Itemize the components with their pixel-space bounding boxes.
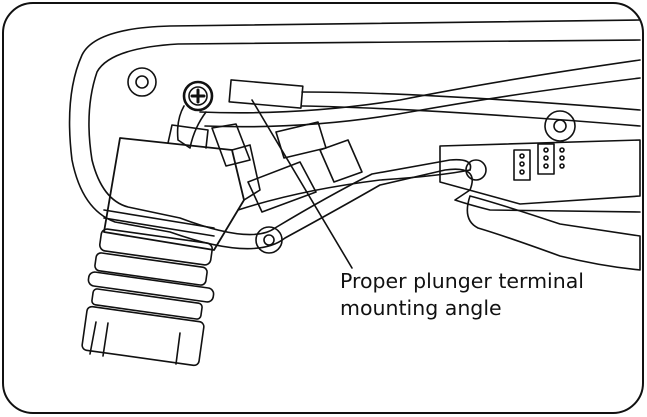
upper-screw-boss (127, 67, 157, 97)
outer-shell (68, 19, 641, 250)
grip-bar (466, 195, 641, 271)
wire-mid (199, 59, 641, 114)
wire-lower (237, 169, 471, 211)
inner-shell (88, 39, 641, 236)
callout-line-1: Proper plunger terminal (340, 269, 584, 293)
callout-label: Proper plunger terminal mounting angle (340, 268, 640, 322)
wire-upper-b (301, 105, 641, 127)
plunger-terminal (228, 79, 304, 109)
screw-head-icon (182, 80, 214, 112)
wire-sleeve-3 (319, 139, 363, 183)
callout-line-2: mounting angle (340, 296, 502, 320)
lower-screw-boss (255, 226, 283, 254)
wire-sleeve-1 (211, 123, 251, 167)
plunger-shaft (81, 228, 215, 367)
wire-upper (301, 91, 641, 111)
wire-mid-b (204, 77, 641, 128)
right-boss (544, 110, 576, 142)
callout-leader-line (251, 99, 353, 269)
plunger-body (103, 124, 261, 251)
wire-sleeve-4 (247, 161, 317, 213)
circuit-board (439, 139, 641, 205)
